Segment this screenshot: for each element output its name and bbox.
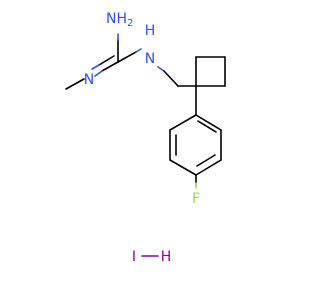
nh2-text: NH: [106, 11, 127, 27]
bond-ring-1: [195, 114, 222, 131]
bond-c-n-double-2: [98, 55, 115, 66]
bond-ring-4: [169, 159, 197, 176]
bond-ring-6: [169, 114, 197, 131]
bond-nh-ch2: [163, 70, 179, 87]
fluorine-label: F: [192, 191, 200, 207]
bond-n-methyl: [65, 78, 85, 90]
bond-layer: [65, 33, 226, 257]
bond-ring-double-2: [196, 154, 216, 167]
atom-layer: NH2 H N N F I H: [84, 11, 200, 265]
bond-c-nh: [117, 51, 137, 63]
imine-n-label: N: [84, 72, 94, 88]
chemical-structure: NH2 H N N F I H: [65, 11, 226, 265]
nh-h-label: H: [145, 23, 156, 39]
hydrogen-label: H: [161, 249, 172, 265]
nh2-subscript: 2: [127, 18, 133, 29]
bond-nh-ch2-hetero: [157, 66, 165, 72]
bond-c-n-double-1: [101, 61, 119, 72]
bond-ring-3: [195, 159, 222, 176]
bond-c-nh-hetero: [135, 48, 142, 53]
bond-c-n-double-1-hetero: [94, 70, 103, 77]
bond-ring-double-1: [197, 120, 217, 133]
nh-n-label: N: [145, 51, 155, 67]
nh2-label: NH2: [106, 11, 133, 29]
iodine-label: I: [132, 249, 136, 265]
bond-c-n-double-2-hetero: [91, 64, 100, 70]
